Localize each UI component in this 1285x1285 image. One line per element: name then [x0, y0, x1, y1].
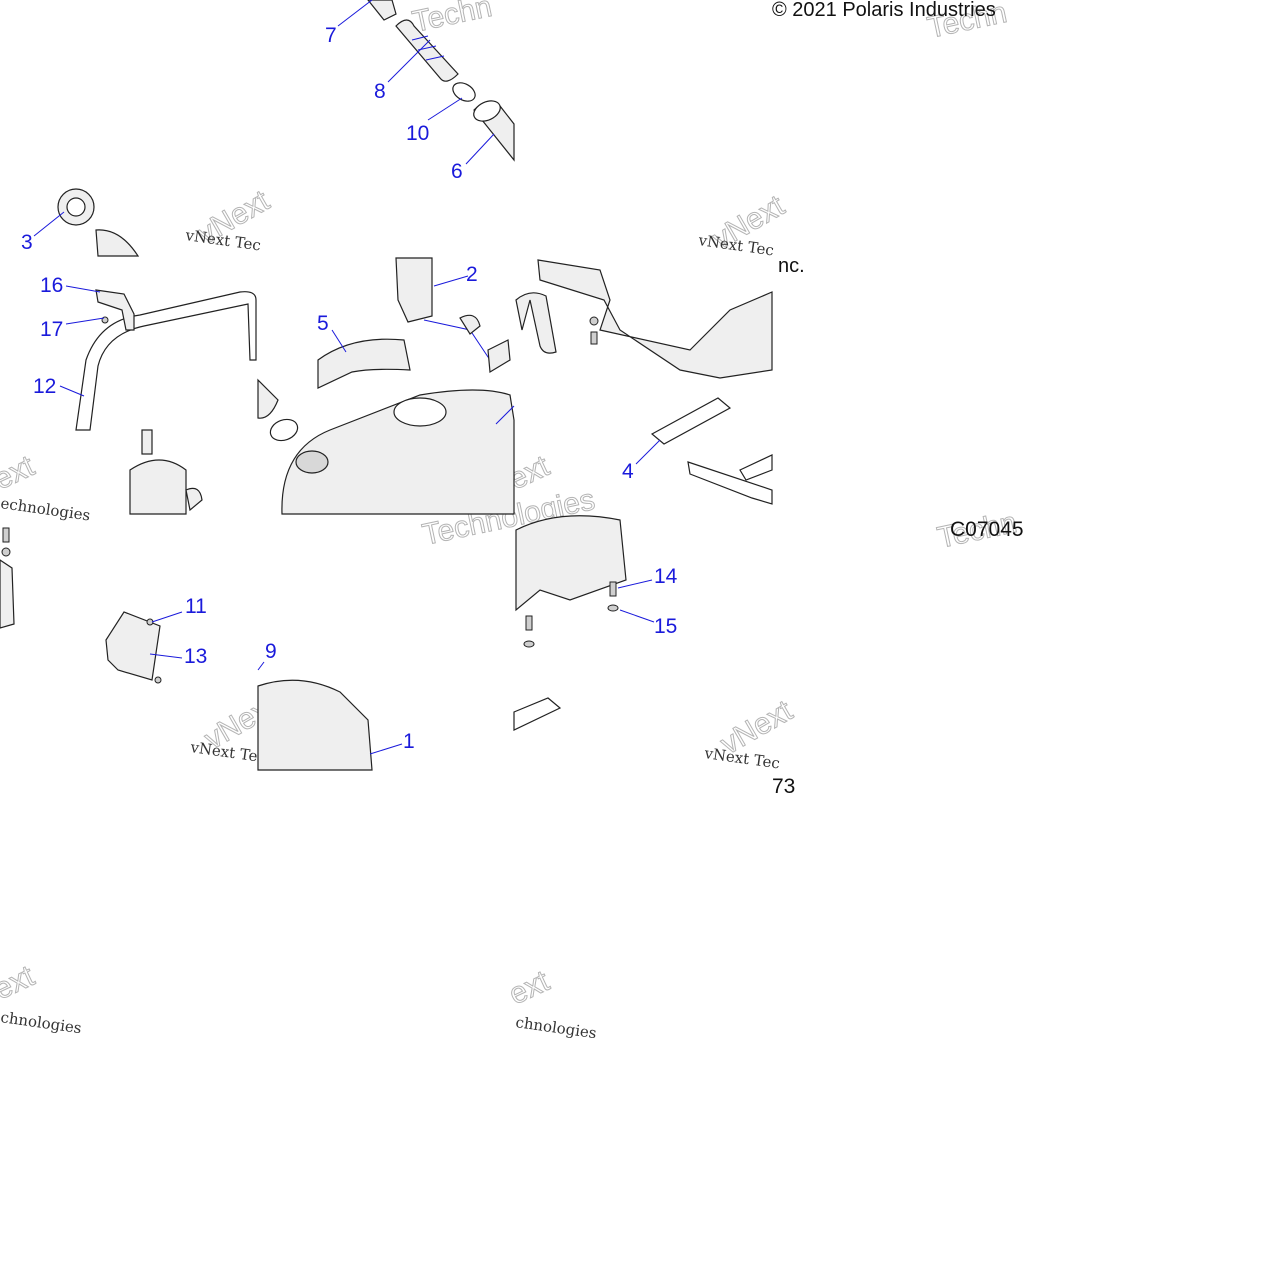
tile-tank-side	[515, 259, 773, 505]
fuel-pump-sender-drawing	[395, 257, 433, 323]
watermark-serif-7: chnologies	[514, 1013, 597, 1042]
bolt-left-drawing	[2, 527, 10, 543]
watermark-serif-4: vNext Tec	[188, 738, 267, 767]
hose-drawing	[395, 19, 459, 82]
tile-hardware-right	[513, 515, 627, 731]
watermark-serif-6: chnologies	[0, 1008, 83, 1037]
callout-16: 16	[40, 274, 63, 297]
callout-3: 3	[21, 231, 33, 254]
tank-pad-lower-drawing	[513, 697, 562, 731]
cap-neck-drawing	[95, 229, 140, 257]
copyright-text: © 2021 Polaris Industries	[772, 0, 996, 21]
callout-10: 10	[406, 122, 429, 145]
fuel-tank-corner-drawing	[515, 515, 627, 612]
tile-filler-assembly	[367, 0, 515, 162]
copyright-fragment: nc.	[778, 255, 805, 277]
watermark-ext-bottom-left: ext	[0, 959, 40, 1006]
shield-bracket-drawing	[515, 292, 557, 354]
callout-6: 6	[451, 160, 463, 183]
callout-14: 14	[654, 565, 678, 588]
callout-1: 1	[403, 730, 415, 753]
watermark-serif-5: vNext Tec	[702, 744, 781, 773]
watermark-layer: Techn Techn vNext vNext vNext Tec vNext …	[0, 0, 1020, 1042]
sender-float-drawing	[487, 339, 511, 374]
tile-tank-body	[257, 679, 373, 771]
bolt-top-drawing	[590, 331, 598, 345]
washer-top-drawing	[589, 316, 599, 326]
tile-fuel-cap	[57, 188, 140, 257]
clamp-drawing	[452, 82, 476, 102]
bracket-drawing	[95, 289, 135, 331]
watermark-ext-left: ext	[0, 449, 40, 496]
evap-module-drawing	[105, 611, 161, 681]
callout-4: 4	[622, 460, 634, 483]
watermark-serif-3: echnologies	[0, 494, 92, 524]
callout-8: 8	[374, 80, 386, 103]
callout-5: 5	[317, 312, 329, 335]
pump-connector-drawing	[141, 429, 153, 455]
tank-pad-drawing	[650, 397, 732, 445]
callout-12: 12	[33, 375, 56, 398]
tank-filler-opening-drawing	[393, 397, 447, 427]
tank-pad-2-drawing	[687, 461, 773, 505]
fuel-tank-top-drawing	[281, 389, 515, 515]
tile-evap	[0, 527, 162, 684]
watermark-ext-bottom-mid: ext	[504, 964, 555, 1011]
fuel-tank-side-drawing	[537, 259, 773, 379]
watermark-technologies-top: Techn	[410, 0, 495, 39]
page-fragment: 73	[772, 775, 795, 798]
callout-17: 17	[40, 318, 63, 341]
watermark-serif-1: vNext Tec	[183, 226, 262, 255]
watermark-serif-2: vNext Tec	[696, 231, 775, 260]
callout-15: 15	[654, 615, 677, 638]
callout-13: 13	[184, 645, 207, 668]
drawing-code: C07045	[950, 518, 1024, 541]
fuel-tank-body-drawing	[257, 679, 373, 771]
tile-strap	[75, 289, 257, 515]
callout-11: 11	[185, 595, 207, 618]
tile-tank-top	[257, 257, 515, 515]
callout-9: 9	[265, 640, 277, 663]
callout-labels: 7 8 10 6 3 16 17 12 2 5 4 11 13 9 1 14 1…	[21, 24, 678, 753]
callout-7: 7	[325, 24, 337, 47]
callout-2: 2	[466, 263, 478, 286]
leader-lines	[33, 0, 661, 755]
tank-strap-drawing	[75, 291, 257, 431]
filler-neck-drawing	[367, 0, 397, 21]
clamp-lower-drawing	[269, 418, 299, 442]
washer-drawing	[607, 604, 619, 612]
bolt-drawing	[609, 581, 617, 597]
pump-body-drawing	[129, 459, 187, 515]
heat-shield-drawing	[317, 338, 411, 389]
